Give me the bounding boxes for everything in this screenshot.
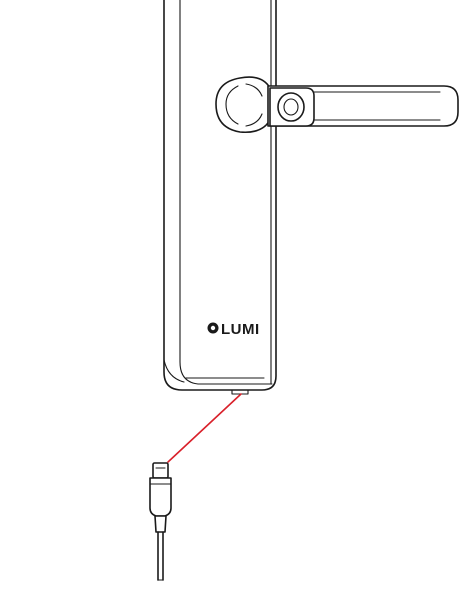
brand-logo-text: LUMI bbox=[221, 321, 260, 338]
usb-c-plug-icon bbox=[149, 462, 172, 581]
lumi-logo-icon bbox=[207, 322, 219, 334]
fingerprint-sensor-icon bbox=[277, 92, 305, 122]
pointer-line bbox=[167, 393, 242, 463]
door-handle bbox=[215, 76, 459, 134]
brand-logo: LUMI bbox=[207, 321, 260, 338]
lock-body bbox=[163, 0, 277, 395]
